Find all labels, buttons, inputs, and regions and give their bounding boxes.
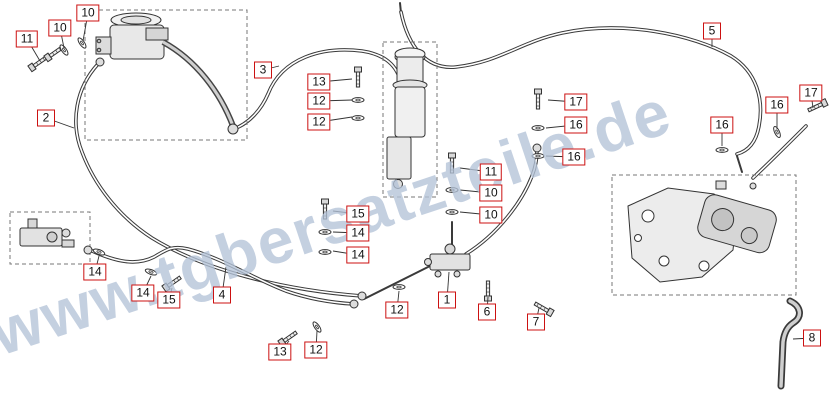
part-label-2: 2 — [37, 109, 55, 127]
part-label-16: 16 — [765, 96, 789, 114]
part-label-16: 16 — [562, 148, 586, 166]
part-label-1: 1 — [438, 291, 456, 309]
part-label-17: 17 — [799, 84, 823, 102]
part-label-11: 11 — [479, 163, 503, 181]
part-label-15: 15 — [346, 205, 370, 223]
part-label-14: 14 — [346, 246, 370, 264]
part-label-12: 12 — [304, 341, 328, 359]
part-label-12: 12 — [385, 301, 409, 319]
reservoir-assembly — [382, 41, 438, 198]
part-label-7: 7 — [527, 313, 545, 331]
brake-hoses — [74, 2, 808, 309]
part-label-16: 16 — [710, 116, 734, 134]
part-label-6: 6 — [478, 303, 496, 321]
part-label-14: 14 — [346, 224, 370, 242]
part-label-10: 10 — [479, 184, 503, 202]
junction-block — [424, 243, 471, 278]
part-label-10: 10 — [479, 206, 503, 224]
part-label-8: 8 — [803, 329, 821, 347]
part-label-12: 12 — [307, 92, 331, 110]
part-label-13: 13 — [268, 343, 292, 361]
part-label-14: 14 — [131, 284, 155, 302]
part-label-11: 11 — [15, 30, 39, 48]
part-label-4: 4 — [213, 286, 231, 304]
master-cylinder-assembly — [84, 9, 248, 141]
part-label-14: 14 — [83, 263, 107, 281]
part-label-13: 13 — [307, 73, 331, 91]
part-label-16: 16 — [564, 116, 588, 134]
part-label-10: 10 — [76, 4, 100, 22]
caliper-assembly — [611, 174, 797, 296]
part-label-10: 10 — [48, 19, 72, 37]
part-label-15: 15 — [157, 291, 181, 309]
part-label-17: 17 — [564, 93, 588, 111]
distributor-assembly — [9, 211, 93, 265]
part-label-5: 5 — [703, 22, 721, 40]
part-label-3: 3 — [254, 61, 272, 79]
hook-tool — [777, 297, 803, 390]
part-label-12: 12 — [307, 113, 331, 131]
